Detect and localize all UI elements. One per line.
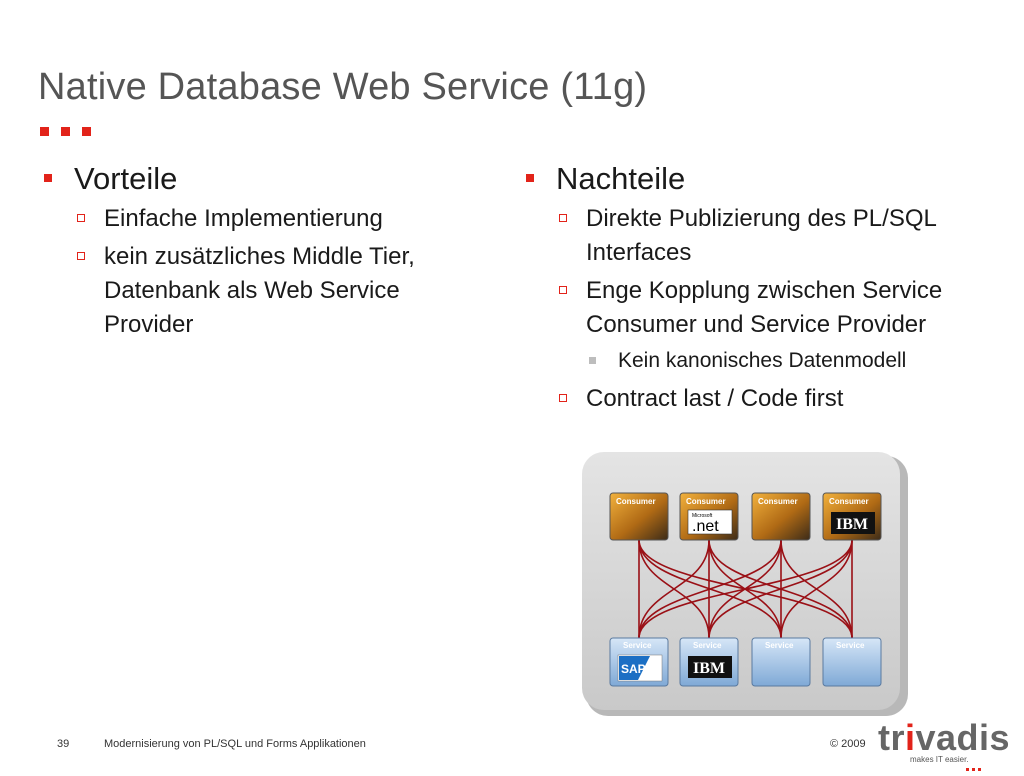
service-box: Service SAP [609,637,669,687]
connector-line [708,539,853,639]
ibm-logo: IBM [836,516,868,533]
ibm-logo: IBM [693,660,725,677]
connector-line [638,539,710,639]
logo-accent-dots [966,758,984,776]
ibm-logo-box [688,656,732,678]
sap-logo: SAP [621,662,646,676]
service-label: Service [693,641,722,650]
connector-lines [638,539,853,639]
disadvantage-item: Contract last / Code first [522,382,992,416]
disadvantage-item: Enge Kopplung zwischen Service Consumer … [522,274,992,342]
logo-wordmark-accent: i [905,717,916,758]
advantages-column: Vorteile Einfache Implementierung kein z… [40,160,490,346]
connector-line [638,539,853,639]
page-number: 39 [57,738,70,750]
page-title: Native Database Web Service (11g) [38,66,648,108]
consumer-box: Consumer [609,492,669,541]
advantages-heading: Vorteile [40,160,490,198]
consumer-box: Consumer [751,492,811,541]
disadvantages-column: Nachteile Direkte Publizierung des PL/SQ… [522,160,992,420]
footer-title: Modernisierung von PL/SQL und Forms Appl… [104,738,366,750]
logo-tagline: makes IT easier. [910,755,969,764]
ibm-logo-box [831,512,875,534]
connector-line [638,539,782,639]
service-label: Service [836,641,865,650]
disadvantage-subitem: Kein kanonisches Datenmodell [522,346,992,376]
logo-wordmark: trivadis [878,720,1010,756]
sap-logo-shape [619,656,650,680]
advantage-item: Einfache Implementierung [40,202,490,236]
microsoft-label: Microsoft [692,513,713,519]
consumer-box: Consumer IBM [822,492,882,541]
copyright: © 2009 [830,738,866,750]
logo-wordmark-part: tr [878,717,905,758]
consumer-label: Consumer [758,497,798,506]
service-label: Service [623,641,652,650]
connector-line [780,539,853,639]
dotnet-logo-box [687,509,733,535]
service-box: Service [751,637,811,687]
dotnet-logo: .net [692,518,719,535]
consumer-box: Consumer Microsoft .net [679,492,739,541]
service-box: Service IBM [679,637,739,687]
consumer-service-diagram: Consumer Consumer Microsoft .net Consume… [582,452,908,716]
consumer-label: Consumer [829,497,869,506]
trivadis-logo: trivadis makes IT easier. [878,720,1010,771]
disadvantages-heading: Nachteile [522,160,992,198]
service-box: Service [822,637,882,687]
title-accent-dots [40,123,103,141]
disadvantage-item: Direkte Publizierung des PL/SQL Interfac… [522,202,992,270]
logo-wordmark-part: vadis [915,717,1011,758]
service-label: Service [765,641,794,650]
advantage-item: kein zusätzliches Middle Tier, Datenbank… [40,240,490,342]
consumer-label: Consumer [686,497,726,506]
consumer-label: Consumer [616,497,656,506]
